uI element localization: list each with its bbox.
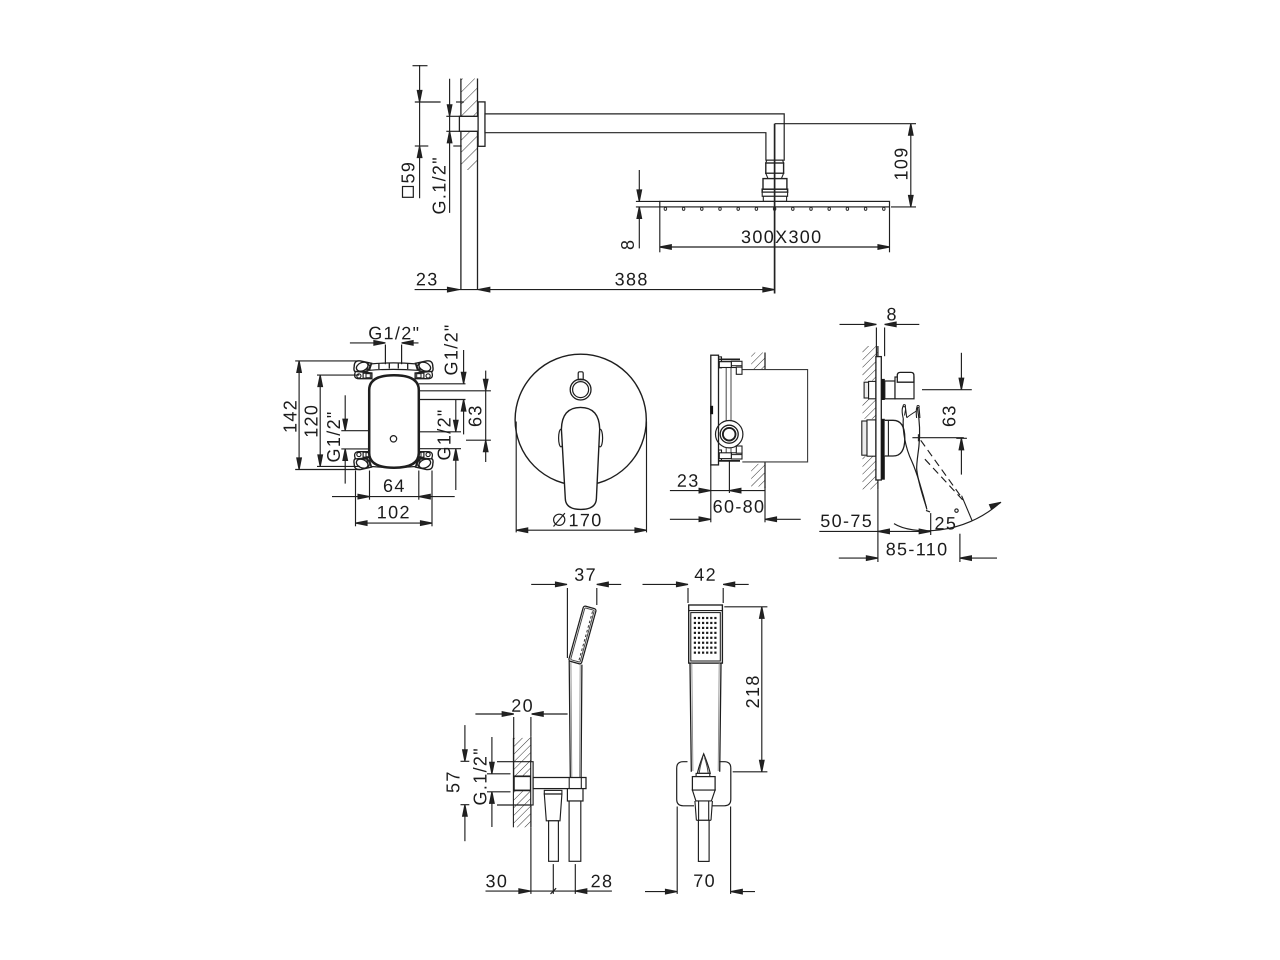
- svg-text:20: 20: [511, 696, 534, 716]
- svg-text:8: 8: [886, 304, 897, 324]
- svg-text:G1/2": G1/2": [368, 323, 420, 343]
- svg-text:218: 218: [743, 674, 763, 708]
- svg-text:60-80: 60-80: [713, 497, 766, 517]
- svg-text:63: 63: [466, 404, 486, 427]
- svg-text:25: 25: [934, 514, 957, 534]
- svg-text:70: 70: [693, 871, 716, 891]
- svg-text:8: 8: [618, 239, 638, 250]
- svg-text:G.1/2": G.1/2": [430, 156, 450, 215]
- svg-text:57: 57: [443, 770, 463, 793]
- svg-text:23: 23: [677, 471, 700, 491]
- svg-text:G1/2": G1/2": [435, 408, 455, 460]
- svg-text:142: 142: [281, 399, 301, 433]
- svg-text:388: 388: [615, 269, 649, 289]
- svg-text:59: 59: [399, 161, 419, 184]
- svg-text:170: 170: [568, 510, 602, 530]
- svg-text:30: 30: [485, 871, 508, 891]
- svg-text:37: 37: [574, 565, 597, 585]
- svg-text:28: 28: [591, 871, 614, 891]
- svg-text:120: 120: [302, 404, 322, 438]
- svg-text:42: 42: [694, 565, 717, 585]
- svg-text:G1/2": G1/2": [442, 323, 462, 375]
- svg-text:23: 23: [416, 269, 439, 289]
- svg-text:50-75: 50-75: [820, 511, 873, 531]
- svg-text:G.1/2": G.1/2": [471, 747, 491, 806]
- svg-text:109: 109: [892, 146, 912, 180]
- svg-text:102: 102: [377, 502, 411, 522]
- svg-text:G1/2": G1/2": [324, 410, 344, 462]
- svg-text:64: 64: [383, 476, 406, 496]
- svg-text:300X300: 300X300: [741, 227, 823, 247]
- svg-text:85-110: 85-110: [886, 539, 949, 559]
- svg-text:63: 63: [940, 404, 960, 427]
